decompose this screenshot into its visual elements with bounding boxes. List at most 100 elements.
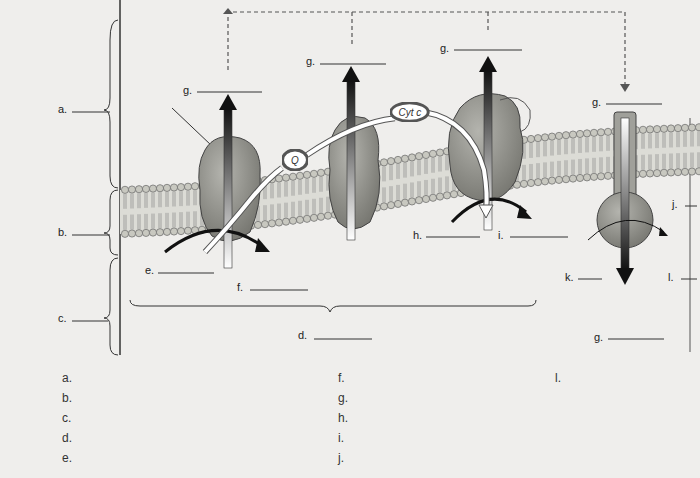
lipid-tails	[166, 192, 168, 228]
lipid-head	[184, 227, 191, 234]
lipid-tails	[138, 193, 140, 229]
blank-label-letter: j.	[672, 198, 678, 211]
lipid-head	[569, 131, 576, 138]
lipid-tails	[670, 132, 672, 168]
lipid-head	[394, 156, 401, 163]
lipid-head	[597, 129, 604, 136]
lipid-head	[639, 170, 646, 177]
lipid-tails	[383, 166, 385, 202]
lipid-tails	[656, 133, 658, 169]
answer-key-letter: e.	[62, 452, 72, 465]
lipid-tails	[530, 143, 532, 179]
lipid-head	[695, 124, 700, 131]
lipid-head	[135, 186, 142, 193]
lipid-head	[688, 168, 695, 175]
lipid-head	[604, 128, 611, 135]
lipid-head	[436, 193, 443, 200]
lipid-tails	[586, 137, 588, 173]
lipid-head	[562, 176, 569, 183]
lipid-head	[170, 184, 177, 191]
lipid-tails	[271, 183, 273, 219]
lipid-tails	[684, 132, 686, 168]
lipid-head	[317, 213, 324, 220]
lipid-head	[156, 229, 163, 236]
lipid-tails	[404, 163, 406, 199]
lipid-tails	[572, 139, 574, 175]
lipid-tails	[264, 184, 266, 220]
lipid-head	[653, 170, 660, 177]
lipid-tails	[285, 182, 287, 218]
answer-key-letter: h.	[338, 412, 348, 425]
lipid-head	[583, 130, 590, 137]
lipid-head	[128, 186, 135, 193]
lipid-head	[268, 220, 275, 227]
lipid-head	[142, 185, 149, 192]
lipid-head	[667, 125, 674, 132]
lipid-head	[653, 126, 660, 133]
lipid-head	[555, 176, 562, 183]
lipid-head	[387, 202, 394, 209]
lipid-head	[646, 170, 653, 177]
lipid-head	[681, 168, 688, 175]
blank-label-letter: k.	[565, 271, 574, 284]
lipid-head	[408, 154, 415, 161]
blank-label-letter: g.	[306, 55, 315, 68]
lipid-head	[282, 218, 289, 225]
lipid-head	[289, 173, 296, 180]
lipid-head	[695, 168, 700, 175]
lipid-tails	[649, 133, 651, 169]
lipid-head	[660, 169, 667, 176]
lipid-head	[261, 221, 268, 228]
lipid-tails	[313, 178, 315, 214]
answer-key-letter: b.	[62, 392, 72, 405]
blank-label-letter: g.	[594, 331, 603, 344]
lipid-head	[583, 174, 590, 181]
lipid-head	[555, 132, 562, 139]
lipid-head	[121, 230, 128, 237]
lipid-head	[520, 180, 527, 187]
answer-key-letter: d.	[62, 432, 72, 445]
lipid-tails	[593, 137, 595, 173]
lipid-head	[310, 214, 317, 221]
lipid-head	[429, 150, 436, 157]
lipid-tails	[278, 183, 280, 219]
lipid-head	[121, 186, 128, 193]
lipid-head	[415, 197, 422, 204]
ubiquinone-carrier: Q	[282, 149, 308, 171]
lipid-head	[254, 221, 261, 228]
lipid-head	[156, 185, 163, 192]
lipid-head	[401, 199, 408, 206]
lipid-head	[569, 175, 576, 182]
lipid-tails	[607, 136, 609, 172]
lipid-head	[170, 228, 177, 235]
blank-label-letter: d.	[298, 329, 307, 342]
lipid-head	[310, 170, 317, 177]
lipid-head	[317, 169, 324, 176]
lipid-head	[275, 219, 282, 226]
lipid-head	[380, 203, 387, 210]
lipid-head	[296, 216, 303, 223]
lipid-tails	[642, 134, 644, 170]
lipid-head	[422, 151, 429, 158]
blank-label-letter: l.	[668, 271, 674, 284]
lipid-tails	[439, 157, 441, 193]
lipid-head	[541, 178, 548, 185]
lipid-tails	[579, 138, 581, 174]
lipid-head	[674, 125, 681, 132]
lipid-tails	[663, 133, 665, 169]
lipid-tails	[425, 159, 427, 195]
answer-key-letter: g.	[338, 392, 348, 405]
electron-path	[307, 118, 395, 155]
lipid-head	[163, 184, 170, 191]
lipid-head	[142, 229, 149, 236]
lipid-head	[436, 149, 443, 156]
lipid-head	[177, 184, 184, 191]
lipid-head	[149, 229, 156, 236]
lipid-head	[163, 228, 170, 235]
lipid-head	[422, 195, 429, 202]
answer-key-letter: j.	[338, 452, 344, 465]
lipid-tails	[187, 191, 189, 227]
lipid-head	[576, 174, 583, 181]
lipid-head	[387, 158, 394, 165]
